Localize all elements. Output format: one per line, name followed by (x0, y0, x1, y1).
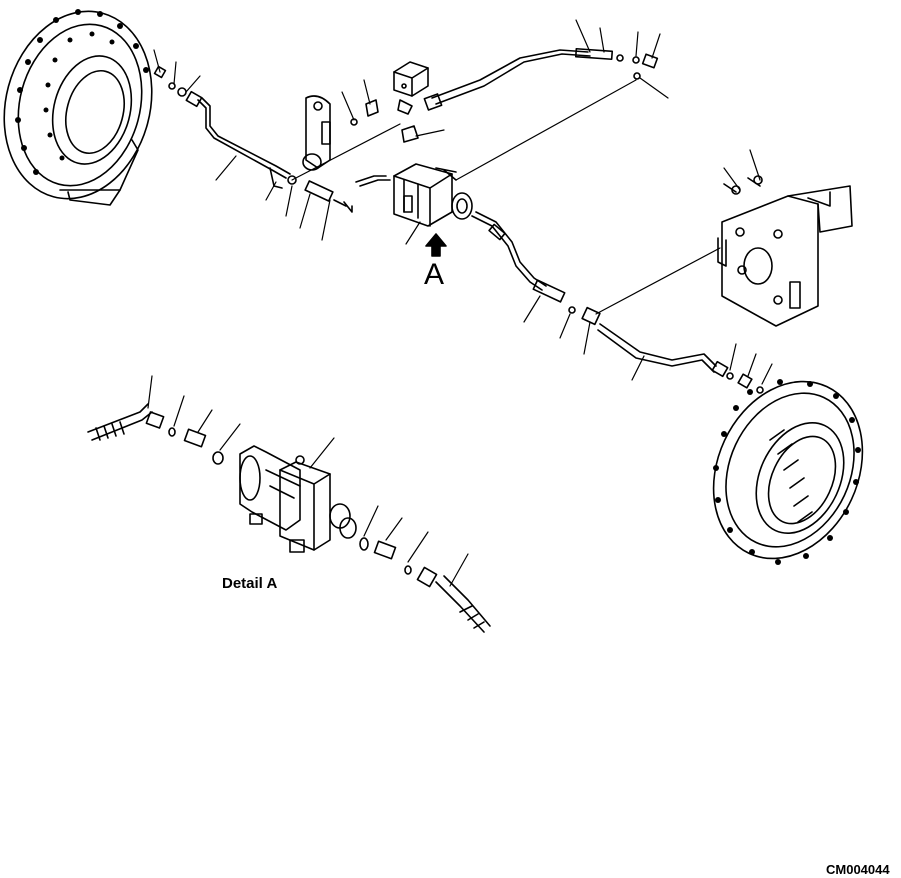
right-bracket-plate (718, 176, 852, 326)
central-valve (356, 164, 472, 226)
right-pipe-assembly (598, 324, 763, 393)
drawing-code: CM004044 (826, 862, 890, 877)
detail-a-group (88, 376, 490, 632)
connector-block (394, 62, 428, 142)
right-hose (472, 212, 600, 324)
view-arrow (426, 234, 446, 256)
left-brake-disc (0, 9, 172, 215)
top-hose (424, 49, 657, 110)
leader-lines (154, 20, 772, 384)
right-brake-disc (686, 379, 891, 565)
detail-a-caption: Detail A (222, 575, 278, 592)
view-label-a: A (424, 258, 445, 291)
mounting-bracket-left (303, 96, 378, 170)
